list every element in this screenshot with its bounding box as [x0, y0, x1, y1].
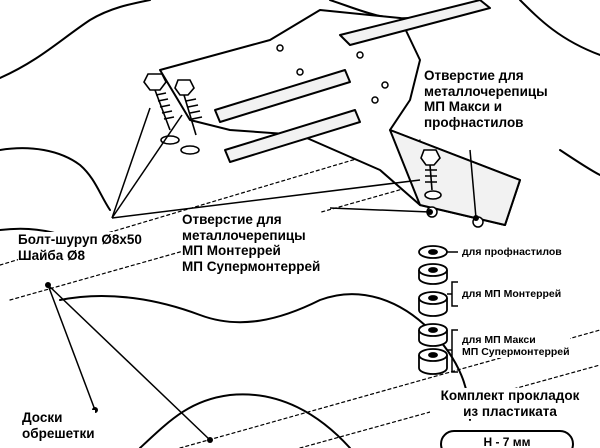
label-hole-monterrey-line1: Отверстие для	[182, 212, 282, 227]
bolt-2	[174, 79, 203, 155]
label-bolt: Болт-шуруп Ø8х50	[18, 232, 142, 247]
rail-3	[339, 0, 491, 46]
label-boards: Доски обрешетки	[22, 410, 95, 442]
roof-wave-top-left	[0, 0, 151, 79]
leader-bolt-a	[111, 107, 151, 219]
label-for-maxi-line1: для МП Макси	[462, 334, 536, 346]
bracket-monterrey	[447, 281, 458, 307]
label-bolt-washer: Болт-шуруп Ø8х50 Шайба Ø8	[18, 232, 142, 264]
leader-bolt-b	[111, 114, 183, 219]
roof-wave-bottom	[139, 393, 351, 448]
roof-wave-right	[559, 149, 600, 176]
leader-hole-monterrey	[329, 207, 431, 213]
label-kit: Комплект прокладок из пластиката	[430, 388, 590, 420]
spacer-monterrey	[418, 263, 448, 285]
leader-bolt-c	[111, 179, 421, 219]
label-for-maxi-line2: МП Супермонтеррей	[462, 346, 570, 359]
spacer-profnastil	[418, 245, 448, 259]
plate-hole-2	[296, 68, 304, 76]
plate-hole-3	[356, 51, 364, 59]
leader-boards-a	[47, 284, 96, 411]
roof-wave-left	[0, 147, 111, 211]
rail-1	[214, 69, 351, 123]
label-kit-line2: из пластиката	[463, 403, 557, 419]
height-badge: Н - 7 мм	[440, 430, 574, 448]
label-hole-maxi: Отверстие для металлочерепицы МП Макси и…	[424, 68, 548, 131]
rail-2	[224, 109, 361, 163]
leader-boards-b	[47, 284, 211, 441]
spacer-maxi-stack	[418, 323, 448, 375]
label-hole-monterrey-line3: МП Монтеррей	[182, 243, 281, 259]
plate-hole-5	[381, 81, 389, 89]
plate-hole-4	[371, 96, 379, 104]
label-for-profnastil: для профнастилов	[462, 246, 562, 259]
bracket-maxi	[447, 329, 458, 373]
spacer-monterrey-stack	[418, 291, 448, 317]
leader-hole-maxi	[469, 149, 477, 219]
roof-wave-right-top	[519, 0, 600, 56]
label-hole-monterrey-line2: металлочерепицы	[182, 227, 306, 243]
plate-hole-1	[276, 44, 284, 52]
label-hole-maxi-line3: МП Макси и	[424, 99, 503, 115]
label-boards-line2: обрешетки	[22, 425, 95, 441]
label-washer: Шайба Ø8	[18, 247, 85, 263]
label-hole-maxi-line1: Отверстие для	[424, 68, 524, 83]
label-for-maxi: для МП Макси МП Супермонтеррей	[462, 334, 570, 359]
label-hole-monterrey-line4: МП Супермонтеррей	[182, 258, 321, 274]
label-hole-monterrey: Отверстие для металлочерепицы МП Монтерр…	[182, 212, 321, 275]
roof-wave-mid	[59, 293, 471, 421]
label-for-monterrey: для МП Монтеррей	[462, 288, 562, 301]
label-hole-maxi-line2: металлочерепицы	[424, 83, 548, 99]
label-hole-maxi-line4: профнастилов	[424, 114, 524, 130]
batten-board-2	[9, 169, 471, 301]
label-kit-line1: Комплект прокладок	[440, 388, 580, 403]
bolt-1	[143, 73, 180, 145]
label-boards-line1: Доски	[22, 410, 63, 425]
bolt-3	[420, 149, 442, 200]
